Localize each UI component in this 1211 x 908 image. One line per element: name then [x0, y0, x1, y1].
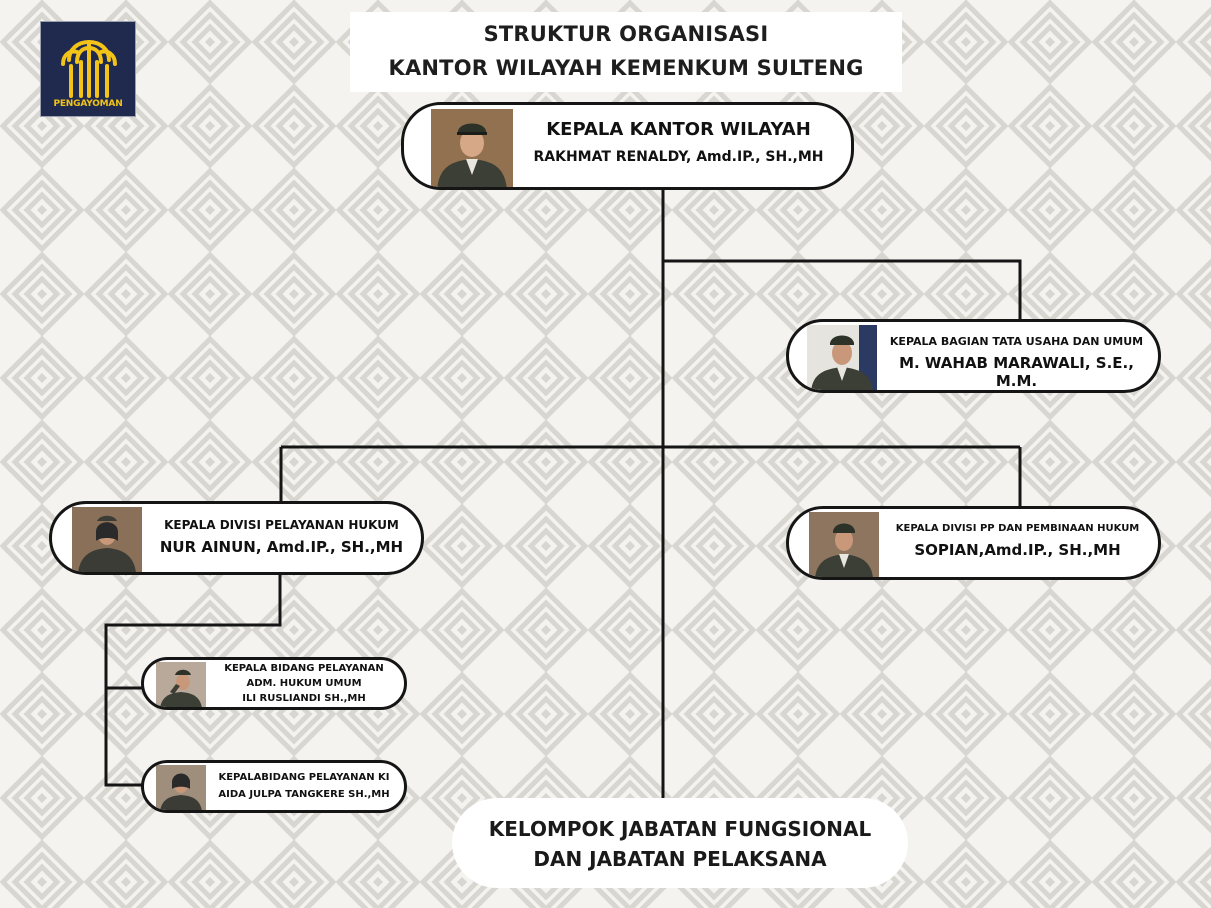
head-name: RAKHMAT RENALDY, Amd.IP., SH.,MH: [533, 149, 824, 165]
portrait-photo: [156, 662, 206, 707]
admin-branch-line: [663, 259, 1022, 323]
general-legal-admin-name: ILI RUSLIANDI SH.,MH: [242, 693, 366, 704]
sub-branch-line: [104, 572, 282, 787]
ip-services-role: KEPALABIDANG PELAYANAN KI: [218, 772, 390, 783]
functional-positions-group: KELOMPOK JABATAN FUNGSIONAL DAN JABATAN …: [452, 798, 908, 888]
tree-emblem-icon: [61, 40, 117, 98]
admin-role: KEPALA BAGIAN TATA USAHA DAN UMUM: [889, 335, 1144, 348]
node-head-of-office[interactable]: KEPALA KANTOR WILAYAH RAKHMAT RENALDY, A…: [401, 102, 854, 190]
title-line-1: STRUKTUR ORGANISASI: [483, 22, 769, 46]
portrait-photo: [431, 109, 513, 187]
pp-division-role: KEPALA DIVISI PP DAN PEMBINAAN HUKUM: [895, 523, 1140, 534]
node-general-legal-admin[interactable]: KEPALA BIDANG PELAYANAN ADM. HUKUM UMUM …: [141, 657, 407, 710]
portrait-photo: [72, 507, 142, 572]
general-legal-admin-role-2: ADM. HUKUM UMUM: [246, 678, 362, 689]
general-legal-admin-role-1: KEPALA BIDANG PELAYANAN: [224, 663, 384, 674]
legal-services-name: NUR AINUN, Amd.IP., SH.,MH: [159, 538, 404, 556]
node-legal-services-division[interactable]: KEPALA DIVISI PELAYANAN HUKUM NUR AINUN,…: [49, 501, 424, 575]
ip-services-name: AIDA JULPA TANGKERE SH.,MH: [218, 789, 390, 800]
portrait-photo: [809, 512, 879, 577]
chart-title: STRUKTUR ORGANISASI KANTOR WILAYAH KEMEN…: [350, 12, 902, 92]
footer-line-2: DAN JABATAN PELAKSANA: [533, 847, 827, 871]
pp-division-name: SOPIAN,Amd.IP., SH.,MH: [914, 541, 1121, 559]
portrait-photo: [807, 325, 877, 390]
head-role: KEPALA KANTOR WILAYAH: [546, 119, 811, 140]
node-ip-services[interactable]: KEPALABIDANG PELAYANAN KI AIDA JULPA TAN…: [141, 760, 407, 813]
pengayoman-logo: PENGAYOMAN: [40, 21, 136, 117]
legal-services-role: KEPALA DIVISI PELAYANAN HUKUM: [164, 518, 399, 532]
footer-line-1: KELOMPOK JABATAN FUNGSIONAL: [488, 817, 872, 841]
portrait-photo: [156, 765, 206, 810]
title-line-2: KANTOR WILAYAH KEMENKUM SULTENG: [388, 56, 864, 80]
admin-name: M. WAHAB MARAWALI, S.E., M.M.: [899, 354, 1134, 390]
logo-label: PENGAYOMAN: [53, 99, 123, 109]
node-pp-legal-development-division[interactable]: KEPALA DIVISI PP DAN PEMBINAAN HUKUM SOP…: [786, 506, 1161, 580]
node-admin-head[interactable]: KEPALA BAGIAN TATA USAHA DAN UMUM M. WAH…: [786, 319, 1161, 393]
